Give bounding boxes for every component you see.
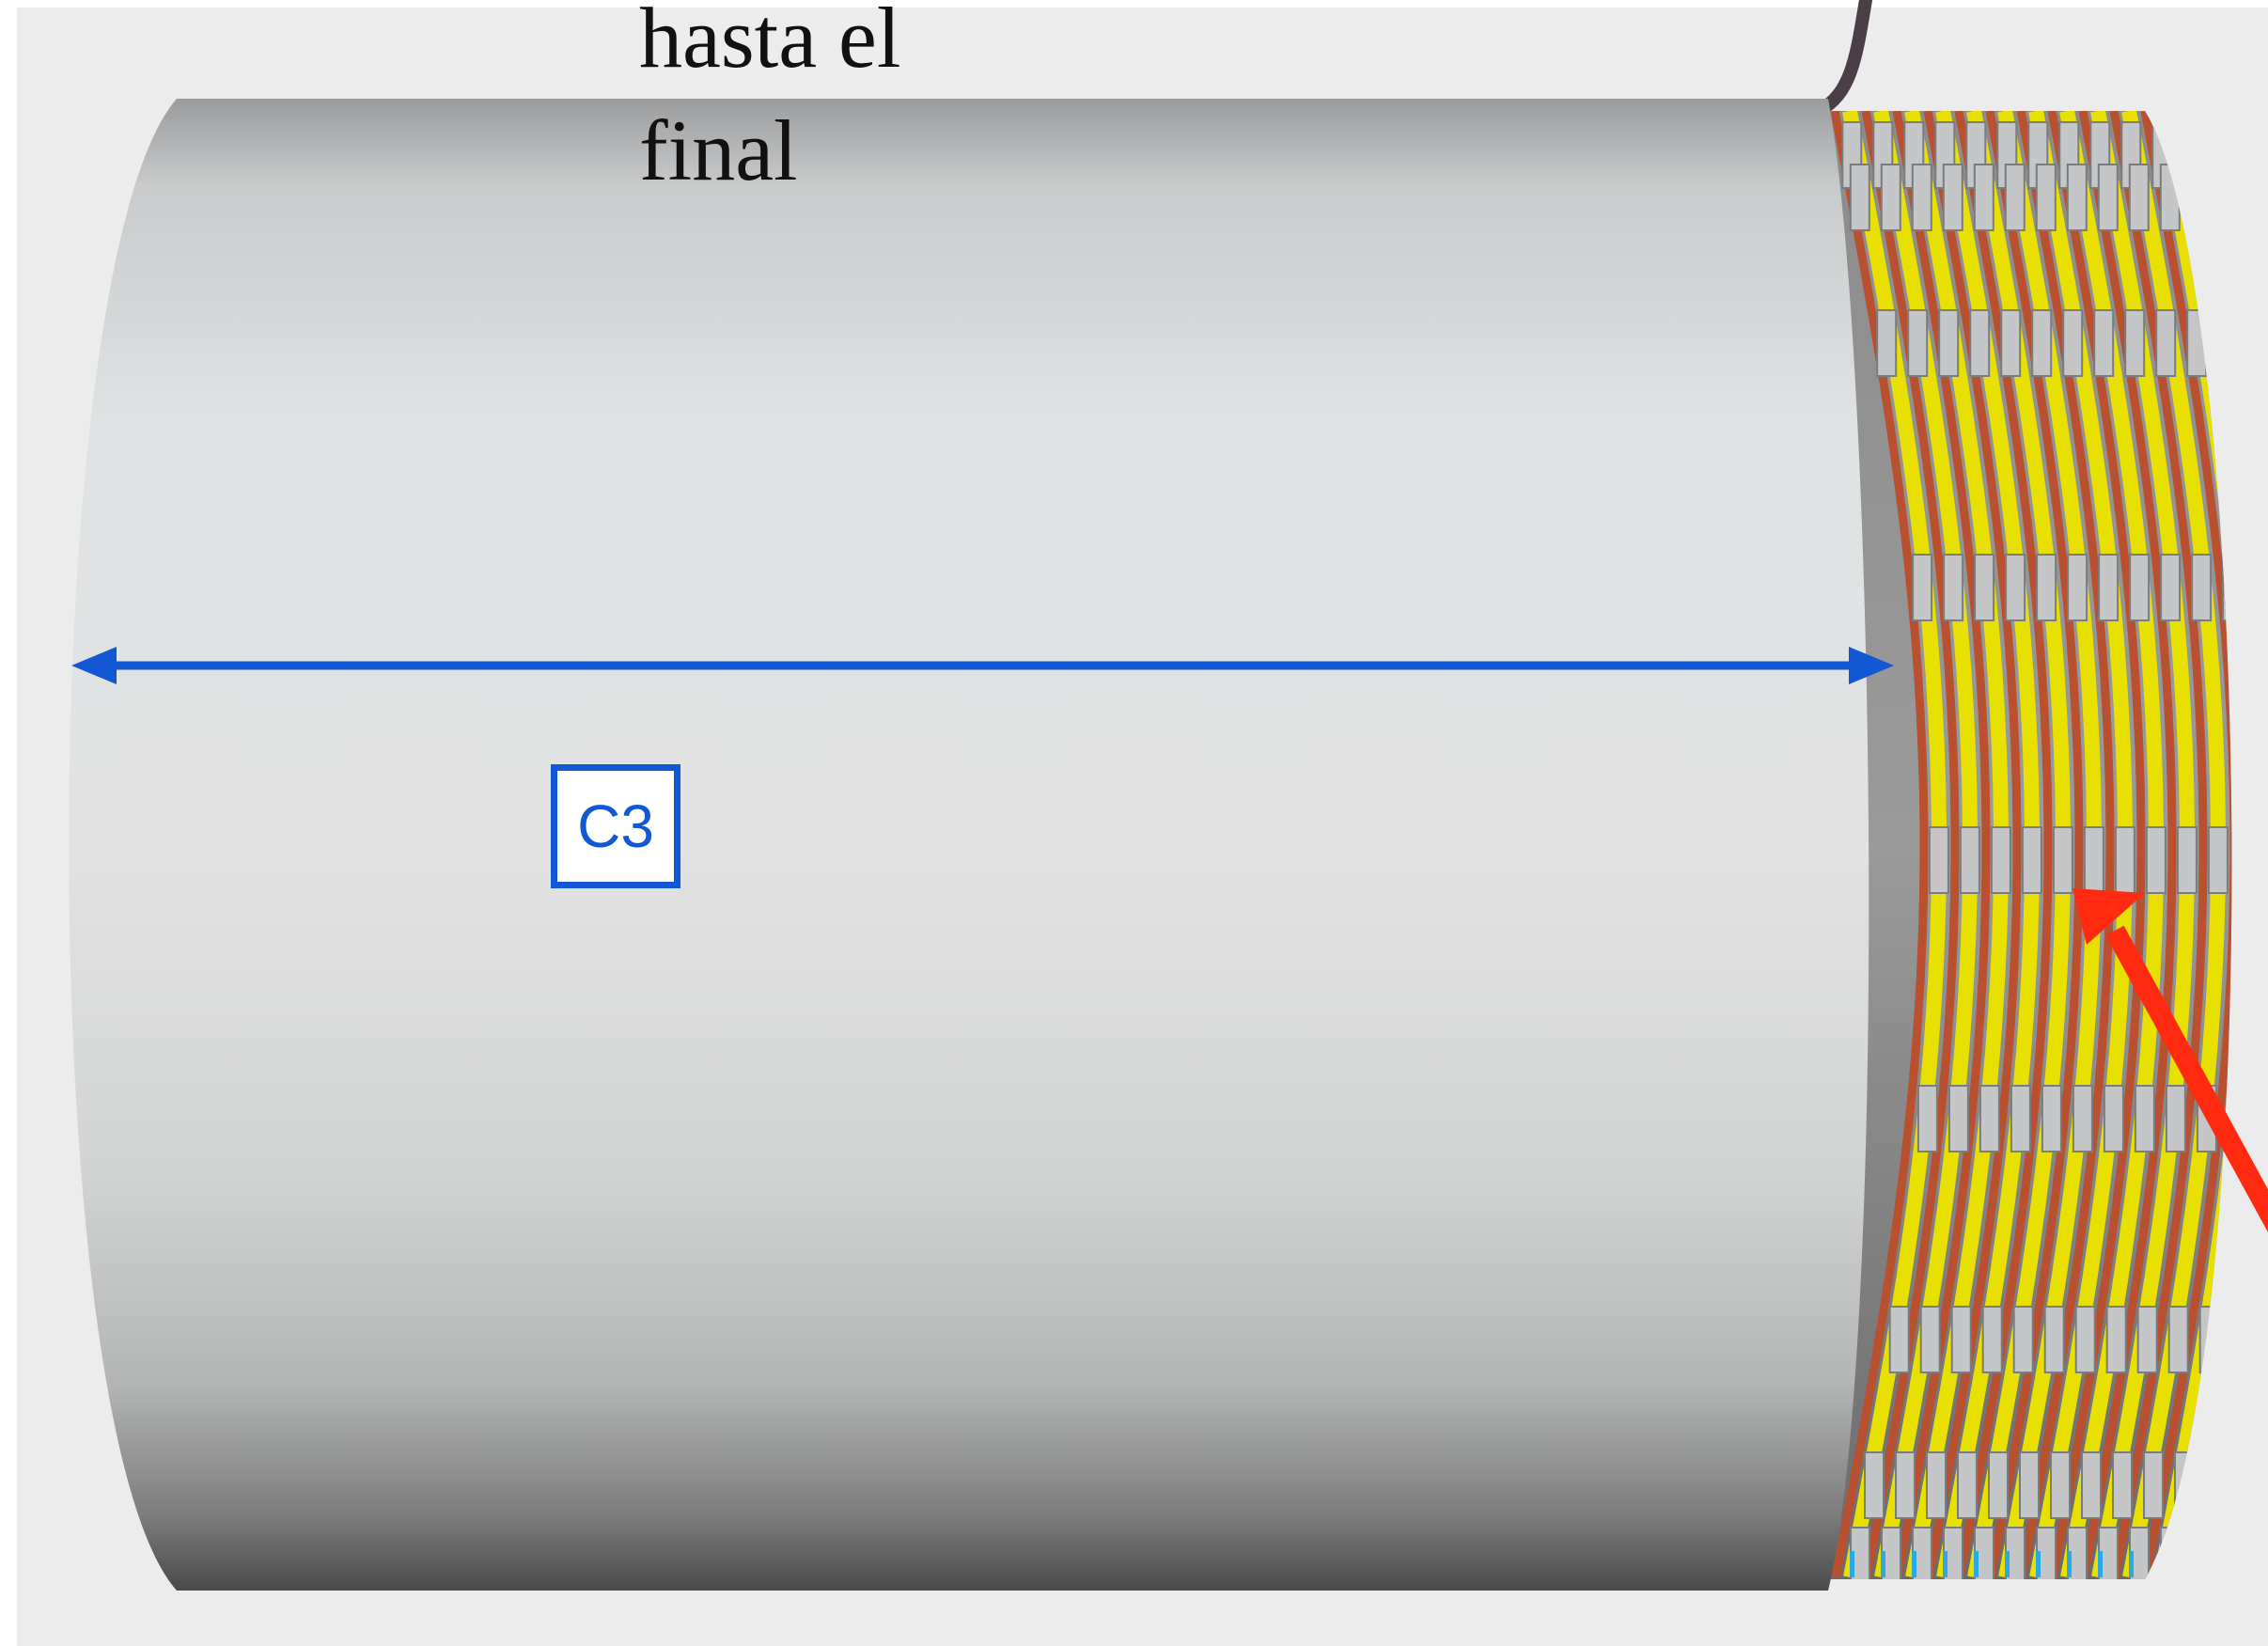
dimension-arrow — [71, 647, 1894, 684]
spacer-block — [1988, 1451, 2009, 1519]
spacer-block — [1947, 1085, 1969, 1152]
spacer-block — [2105, 1306, 2127, 1373]
spacer-block — [1957, 1451, 1978, 1519]
spacer-block — [2136, 1306, 2158, 1373]
spacer-block — [1880, 164, 1901, 231]
spacer-block — [1888, 1306, 1910, 1373]
spacer-block — [1919, 1306, 1941, 1373]
spacer-block — [2066, 164, 2088, 231]
spacer-block — [1942, 164, 1963, 231]
spacer-block — [2062, 309, 2084, 377]
spacer-block — [1979, 1085, 2000, 1152]
spacer-block — [2036, 554, 2057, 621]
spacer-block — [2112, 1451, 2133, 1519]
blue-tab — [2129, 1551, 2134, 1577]
arrow-head-left — [71, 647, 117, 684]
spacer-block — [2072, 1085, 2093, 1152]
spacer-block — [2145, 826, 2166, 894]
blue-tab — [1850, 1551, 1854, 1577]
arrow-head-right — [1849, 647, 1894, 684]
dimension-label-c3: C3 — [551, 764, 680, 888]
spacer-block — [2160, 554, 2182, 621]
spacer-block — [1916, 1085, 1938, 1152]
spacer-block — [2191, 554, 2213, 621]
blue-tab — [2036, 1551, 2041, 1577]
spacer-block — [2019, 1451, 2040, 1519]
spacer-block — [2012, 1306, 2034, 1373]
blue-tab — [1943, 1551, 1947, 1577]
spacer-block — [1911, 164, 1932, 231]
spacer-block — [2129, 554, 2151, 621]
spacer-block — [2050, 1451, 2071, 1519]
spacer-block — [2093, 309, 2115, 377]
spacer-block — [2031, 309, 2053, 377]
red-pointer-arrow — [2072, 888, 2268, 1232]
coil-winding — [1823, 111, 2232, 1579]
spacer-block — [1938, 309, 1960, 377]
spacer-block — [2103, 1085, 2124, 1152]
spacer-block — [2207, 826, 2229, 894]
spacer-block — [1895, 1451, 1916, 1519]
spacer-block — [2124, 309, 2146, 377]
spacer-block — [2035, 164, 2057, 231]
blue-tab — [2098, 1551, 2103, 1577]
blue-tab — [1974, 1551, 1979, 1577]
spacer-block — [1950, 1306, 1972, 1373]
spacer-block — [2004, 164, 2026, 231]
spacer-block — [1926, 1451, 1947, 1519]
caption-line-1: hasta el — [639, 0, 901, 86]
spacer-block — [2155, 309, 2177, 377]
spacer-block — [2098, 554, 2119, 621]
spacer-block — [2021, 826, 2042, 894]
spacer-block — [2043, 1306, 2065, 1373]
spacer-block — [2000, 309, 2022, 377]
spacer-block — [1973, 164, 1994, 231]
spacer-block — [1864, 1451, 1885, 1519]
spacer-block — [1959, 826, 1980, 894]
blue-tab — [2067, 1551, 2072, 1577]
caption-line-2: final — [639, 102, 798, 198]
spacer-block — [2167, 1306, 2189, 1373]
spacer-block — [2097, 164, 2119, 231]
spacer-block — [2081, 1451, 2102, 1519]
spacer-block — [2010, 1085, 2031, 1152]
spacer-block — [2005, 554, 2026, 621]
spacer-block — [2165, 1085, 2186, 1152]
spacer-block — [2143, 1451, 2164, 1519]
spacer-block — [1876, 309, 1898, 377]
spacer-block — [1912, 554, 1933, 621]
spacer-block — [1981, 1306, 2003, 1373]
spacer-block — [2067, 554, 2088, 621]
spacer-block — [2134, 1085, 2155, 1152]
spacer-block — [1907, 309, 1929, 377]
spacer-block — [2176, 826, 2198, 894]
spacer-block — [1928, 826, 1949, 894]
spacer-block — [1969, 309, 1991, 377]
spacer-block — [2114, 826, 2135, 894]
blue-tab — [2005, 1551, 2010, 1577]
blue-tab — [1912, 1551, 1916, 1577]
spacer-blocks — [1841, 121, 2232, 1579]
spacer-block — [2083, 826, 2104, 894]
blue-tab — [1881, 1551, 1885, 1577]
spacer-block — [1849, 164, 1870, 231]
spacer-block — [2128, 164, 2150, 231]
spacer-block — [2052, 826, 2073, 894]
spacer-block — [1974, 554, 1995, 621]
spacer-block — [1990, 826, 2011, 894]
spacer-block — [2074, 1306, 2096, 1373]
spacer-block — [2041, 1085, 2062, 1152]
spacer-block — [1943, 554, 1964, 621]
cylinder-shell — [69, 99, 1869, 1591]
